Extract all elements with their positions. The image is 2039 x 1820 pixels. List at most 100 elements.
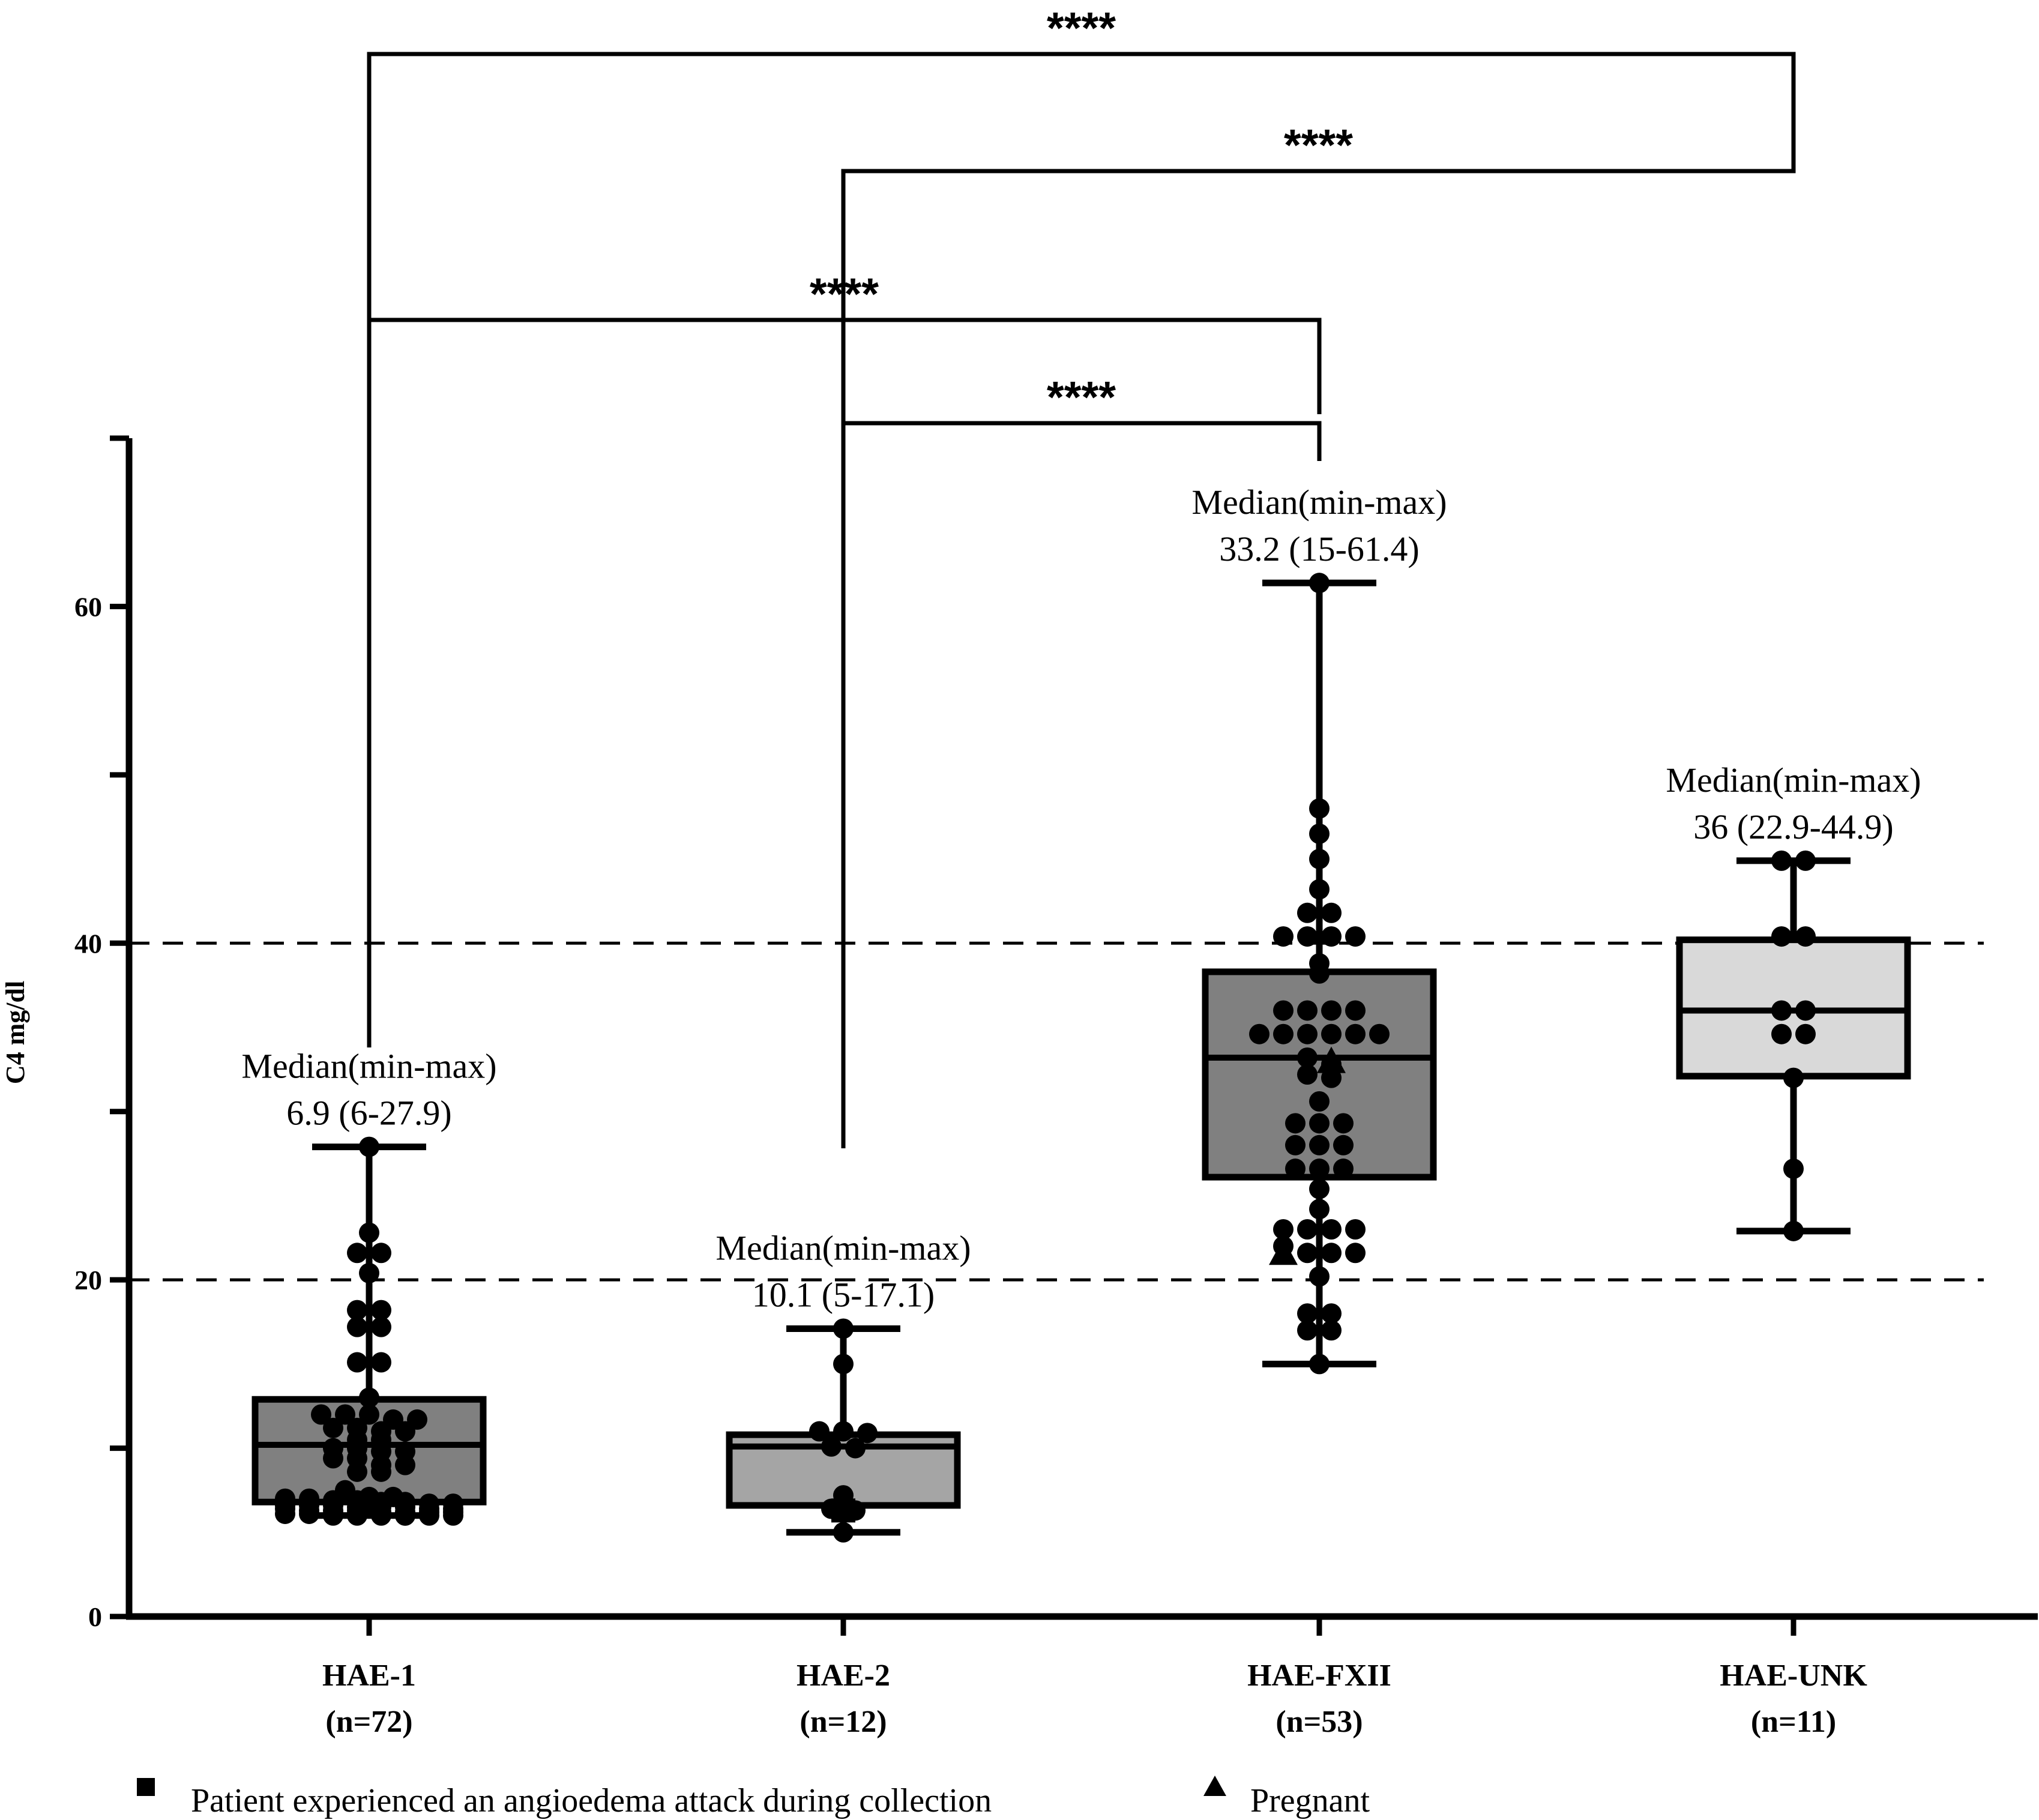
- data-point: [1783, 1067, 1804, 1088]
- legend-triangle-marker: [1203, 1776, 1226, 1796]
- data-point: [1309, 1091, 1330, 1112]
- category-n-label: (n=11): [1751, 1705, 1836, 1739]
- data-point: [359, 1136, 379, 1157]
- y-tick-label: 20: [74, 1265, 102, 1295]
- data-point: [1321, 1303, 1342, 1324]
- annotation-value: 36 (22.9-44.9): [1693, 807, 1893, 846]
- data-point: [395, 1454, 415, 1475]
- category-label: HAE-FXII: [1247, 1659, 1391, 1693]
- data-point: [857, 1423, 878, 1444]
- data-point: [1783, 1159, 1804, 1180]
- data-point: [1369, 1023, 1390, 1044]
- data-point: [1297, 1243, 1318, 1264]
- data-point: [371, 1300, 391, 1321]
- data-point: [1297, 926, 1318, 947]
- data-point: [1321, 902, 1342, 923]
- data-point: [395, 1421, 415, 1442]
- data-point: [1309, 1113, 1330, 1134]
- data-point: [371, 1505, 391, 1526]
- data-point: [1297, 1000, 1318, 1021]
- data-point: [833, 1421, 854, 1442]
- data-point: [359, 1387, 379, 1408]
- data-point: [1795, 926, 1816, 947]
- significance-bracket: ****: [841, 372, 1322, 1148]
- significance-label: ****: [810, 269, 879, 319]
- box-groups: [251, 579, 1911, 1536]
- legend: Patient experienced an angioedema attack…: [137, 1776, 1370, 1819]
- data-points: [275, 573, 1816, 1543]
- data-point: [1309, 1199, 1330, 1220]
- data-point: [1783, 1220, 1804, 1241]
- data-point: [833, 1318, 854, 1339]
- annotation-title: Median(min-max): [241, 1047, 496, 1086]
- data-point: [1297, 1047, 1318, 1068]
- data-point: [1309, 824, 1330, 845]
- significance-brackets: ****************: [367, 3, 1796, 1148]
- data-point: [1309, 879, 1330, 900]
- data-point: [311, 1404, 331, 1425]
- data-point: [347, 1352, 367, 1373]
- annotation-value: 10.1 (5-17.1): [752, 1275, 935, 1314]
- data-point: [1309, 963, 1330, 984]
- annotation-title: Median(min-max): [1666, 761, 1921, 800]
- data-point: [395, 1505, 415, 1526]
- data-point: [323, 1448, 343, 1469]
- reference-lines: [129, 941, 1984, 1282]
- data-point: [1795, 850, 1816, 871]
- data-point: [1771, 926, 1792, 947]
- data-point: [1309, 849, 1330, 870]
- annotation-title: Median(min-max): [715, 1228, 971, 1267]
- data-point: [347, 1461, 367, 1482]
- data-point: [299, 1503, 319, 1524]
- bracket-line: [841, 421, 1322, 1148]
- data-point: [845, 1438, 866, 1459]
- data-point: [833, 1522, 854, 1543]
- data-point: [1297, 1219, 1318, 1240]
- annotation-value: 33.2 (15-61.4): [1219, 529, 1419, 568]
- data-point: [1321, 1023, 1342, 1044]
- data-point: [1309, 798, 1330, 819]
- data-point: [359, 1222, 379, 1243]
- significance-label: ****: [1284, 120, 1353, 170]
- data-point-pregnant: [1269, 1238, 1298, 1265]
- category-label: HAE-1: [322, 1659, 416, 1693]
- y-tick-label: 0: [88, 1602, 102, 1632]
- data-point: [371, 1243, 391, 1264]
- data-point: [1297, 1303, 1318, 1324]
- data-point: [1345, 926, 1366, 947]
- data-point: [1333, 1113, 1354, 1134]
- data-point-pregnant: [1317, 1046, 1346, 1073]
- data-point: [1249, 1023, 1269, 1044]
- data-point: [1345, 1023, 1366, 1044]
- data-point: [1297, 1064, 1318, 1085]
- data-point: [347, 1300, 367, 1321]
- data-point: [833, 1354, 854, 1375]
- category-label: HAE-2: [797, 1659, 890, 1693]
- data-point: [1345, 1243, 1366, 1264]
- data-point: [1285, 1113, 1306, 1134]
- data-point: [335, 1404, 355, 1425]
- data-point: [1285, 1159, 1306, 1180]
- y-axis-label: C4 mg/dl: [1, 981, 30, 1084]
- data-point: [1273, 1023, 1294, 1044]
- data-point: [1273, 926, 1294, 947]
- data-point: [323, 1417, 343, 1438]
- data-point: [1321, 926, 1342, 947]
- data-point: [1297, 902, 1318, 923]
- data-point: [1333, 1134, 1354, 1156]
- data-point: [1795, 1000, 1816, 1021]
- data-point: [347, 1505, 367, 1526]
- data-point: [371, 1316, 391, 1337]
- data-point: [1321, 1000, 1342, 1021]
- data-point: [347, 1243, 367, 1264]
- data-point: [1771, 1000, 1792, 1021]
- data-point: [443, 1505, 463, 1526]
- data-point: [1321, 1320, 1342, 1341]
- data-point: [1297, 1023, 1318, 1044]
- data-point: [809, 1421, 830, 1442]
- category-labels: HAE-1(n=72)HAE-2(n=12)HAE-FXII(n=53)HAE-…: [322, 1617, 1867, 1739]
- bracket-line: [367, 318, 1322, 1047]
- data-point: [1309, 1354, 1330, 1375]
